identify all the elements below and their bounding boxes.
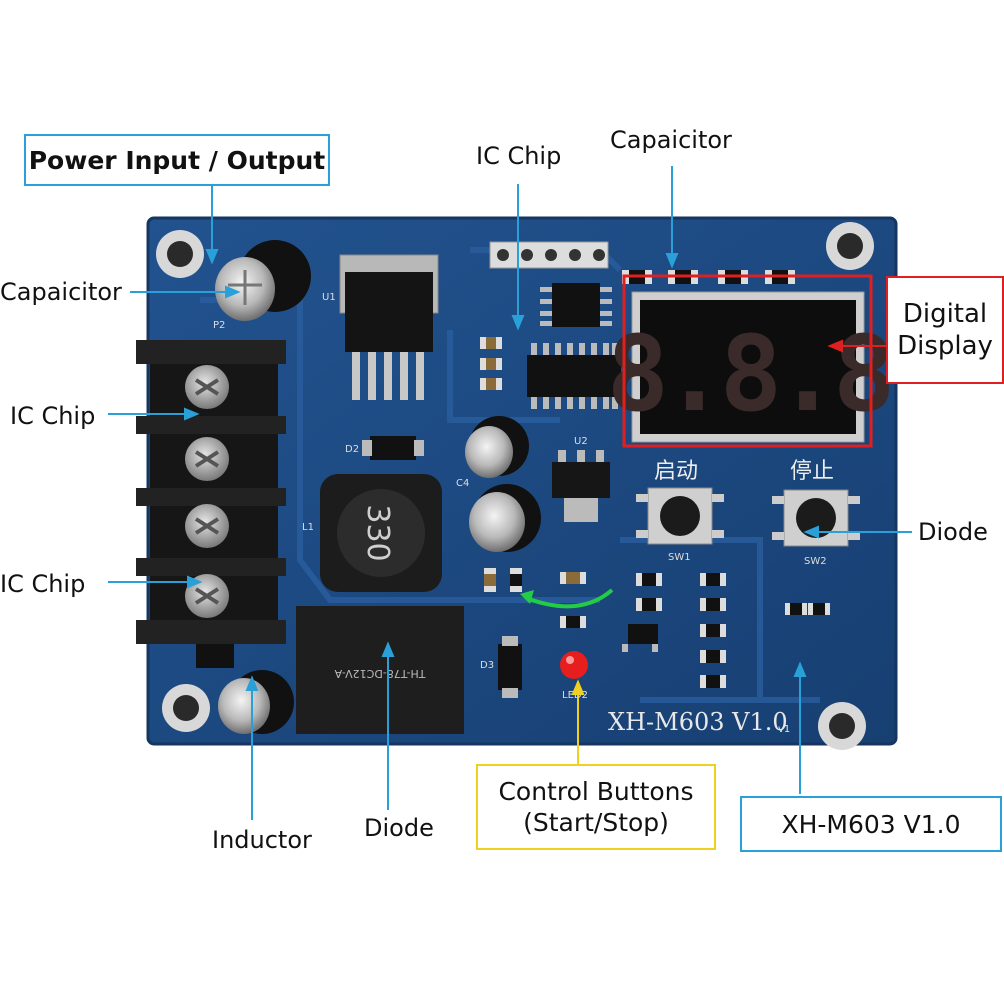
terminal-block: [136, 340, 286, 668]
ic-u2: U2: [552, 436, 610, 522]
callout-control-buttons-line2: (Start/Stop): [523, 808, 669, 837]
callout-diode-right: Diode: [918, 518, 988, 546]
ic-small-soic: [540, 283, 612, 327]
callout-model: XH-M603 V1.0: [781, 809, 961, 839]
ic-main-soic: [527, 343, 621, 409]
seven-segment-display: 8.8.8: [606, 291, 896, 443]
callout-model-box: XH-M603 V1.0: [740, 796, 1002, 852]
callout-digital-display-box: Digital Display: [886, 276, 1004, 384]
capacitor-c-lower: C4: [456, 478, 541, 552]
transistor-q1: [622, 624, 658, 652]
display-digits: 8.8.8: [606, 313, 889, 435]
silk-model-suffix: v1: [778, 724, 790, 735]
btn-stop-label: 停止: [790, 459, 834, 484]
callout-ic-chip-top: IC Chip: [476, 142, 562, 170]
callout-ic-chip-upper: IC Chip: [10, 402, 96, 430]
silk-sw1: SW1: [668, 552, 691, 563]
btn-start-label: 启动: [654, 459, 698, 484]
silk-l1: L1: [302, 522, 314, 533]
callout-digital-display-line1: Digital: [902, 298, 988, 329]
ic-u1-regulator: U1: [322, 254, 439, 400]
callout-line-display: [622, 274, 886, 448]
callout-inductor: Inductor: [212, 826, 312, 854]
silk-u1: U1: [322, 292, 336, 303]
silk-u2: U2: [574, 436, 588, 447]
green-arrow: [525, 588, 614, 609]
capacitor-bottom-left: [218, 670, 294, 734]
button-sw1-start: 启动 SW1: [636, 459, 724, 563]
callout-capacitor-left: Capaicitor: [0, 278, 122, 306]
inductor-l1: 330 L1: [302, 474, 442, 592]
silk-led2: LED2: [562, 690, 588, 701]
silk-d2: D2: [345, 444, 359, 455]
callout-control-buttons-line1: Control Buttons: [498, 776, 694, 806]
relay-text: TH-T78-DC12V-A: [334, 667, 426, 680]
capacitor-top-left: P2: [213, 240, 311, 331]
svg-text:C4: C4: [456, 478, 469, 489]
silk-d3: D3: [480, 660, 494, 671]
smd-caps-c7-c9: [480, 337, 502, 390]
callout-lines: [108, 166, 912, 820]
callout-ic-chip-lower: IC Chip: [0, 570, 86, 598]
silk-model: XH-M603 V1.0: [608, 708, 788, 736]
callout-diode-bottom: Diode: [364, 814, 434, 842]
callout-line-buttons: [571, 679, 585, 764]
callout-power-io-box: Power Input / Output: [24, 134, 330, 186]
silk-sw2: SW2: [804, 556, 827, 567]
inductor-code: 330: [360, 504, 395, 561]
callout-capacitor-top: Capaicitor: [610, 126, 732, 154]
diode-d3: D3: [480, 636, 522, 698]
led-red: LED2: [560, 651, 588, 701]
relay: TH-T78-DC12V-A: [296, 606, 464, 734]
smd-resistors-right: [484, 568, 830, 688]
callout-control-buttons-box: Control Buttons (Start/Stop): [476, 764, 716, 850]
pin-header: [489, 241, 609, 269]
silk-p2: P2: [213, 320, 225, 331]
capacitor-c4-upper: [465, 416, 529, 478]
diode-d2: D2: [345, 436, 424, 460]
callout-digital-display-line2: Display: [897, 331, 993, 361]
button-sw2-stop: 停止 SW2: [772, 459, 860, 567]
mounting-holes: [156, 222, 874, 750]
callout-power-io: Power Input / Output: [28, 145, 326, 175]
